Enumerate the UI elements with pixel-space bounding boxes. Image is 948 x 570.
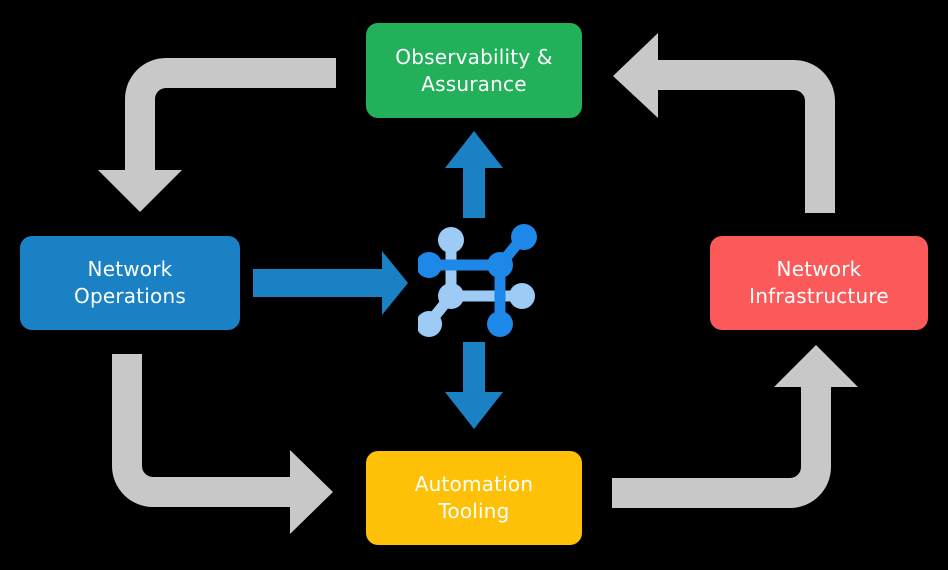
gray-arrow-infrastructure-to-observability [613,33,835,213]
node-box-operations[interactable]: Network Operations [20,236,240,330]
network-nodes-secondary [418,227,535,337]
gray-arrow-observability-to-operations [98,58,336,212]
node-box-observability[interactable]: Observability & Assurance [366,23,582,118]
node-box-infrastructure[interactable]: Network Infrastructure [710,236,928,330]
blue-arrow-down [445,342,503,429]
blue-arrow-right [253,251,408,315]
node-box-automation[interactable]: Automation Tooling [366,451,582,545]
network-topology-icon [418,224,537,337]
blue-arrow-up [445,131,503,218]
network-nodes-primary [418,224,537,337]
node-label-automation: Automation Tooling [414,472,534,523]
gray-arrow-operations-to-automation [112,354,333,534]
gray-arrow-automation-to-infrastructure [612,345,858,508]
node-label-operations: Network Operations [74,257,186,308]
node-label-infrastructure: Network Infrastructure [749,257,889,308]
node-label-observability: Observability & Assurance [395,44,553,96]
